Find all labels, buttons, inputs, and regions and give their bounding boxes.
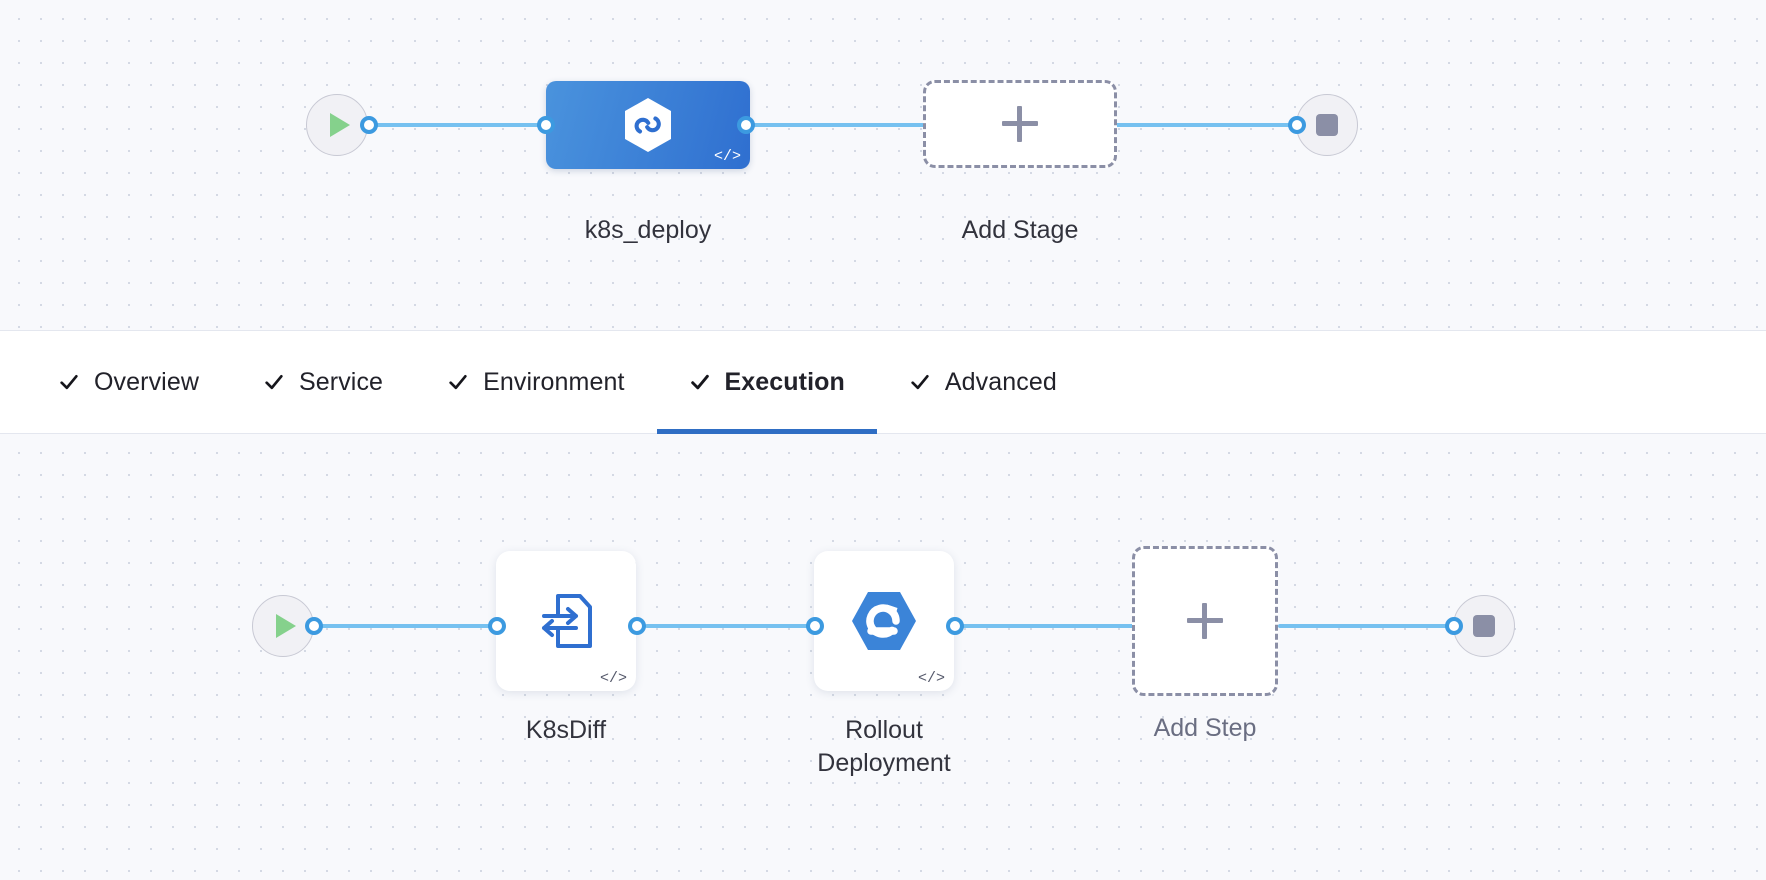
- check-icon: [60, 374, 78, 390]
- kubernetes-hexagon-icon: [546, 81, 750, 169]
- play-icon: [329, 113, 350, 137]
- tab-label: Environment: [483, 367, 625, 396]
- plus-icon: [1187, 603, 1223, 639]
- check-icon: [911, 374, 929, 390]
- tab-environment[interactable]: Environment: [415, 330, 656, 434]
- stage-k8sdeploy-in-port[interactable]: [537, 116, 555, 134]
- stage-end-port[interactable]: [1288, 116, 1306, 134]
- tab-advanced[interactable]: Advanced: [877, 330, 1089, 434]
- edge-addstage-to-end: [1110, 123, 1300, 127]
- end-node-circle: [1296, 94, 1358, 156]
- step-node-rollout-deployment[interactable]: </>: [814, 551, 954, 691]
- step-card[interactable]: </>: [496, 551, 636, 691]
- stop-icon: [1316, 114, 1338, 136]
- step-rollout-in-port[interactable]: [806, 617, 824, 635]
- tab-label: Overview: [94, 367, 199, 396]
- add-step-button[interactable]: [1132, 546, 1278, 696]
- rollout-hexagon-icon: [814, 551, 954, 691]
- code-badge-icon: </>: [599, 670, 627, 687]
- edge-addstep-to-end: [1278, 624, 1458, 628]
- tab-label: Advanced: [944, 367, 1057, 396]
- tab-label: Service: [299, 367, 384, 396]
- code-badge-icon: </>: [917, 670, 945, 687]
- stage-end-node[interactable]: [1296, 94, 1358, 156]
- step-label-k8sdiff: K8sDiff: [525, 716, 607, 744]
- edge-start-to-k8sdeploy: [360, 123, 560, 127]
- file-diff-icon: [496, 551, 636, 691]
- add-step-node[interactable]: [1132, 546, 1278, 696]
- step-end-node[interactable]: [1453, 595, 1515, 657]
- check-icon: [265, 374, 283, 390]
- edge-k8sdiff-to-rollout: [645, 624, 825, 628]
- check-icon: [690, 374, 709, 390]
- stop-icon: [1473, 615, 1495, 637]
- add-stage-node[interactable]: [923, 80, 1117, 168]
- plus-icon: [1002, 106, 1038, 142]
- stage-config-tabs[interactable]: Overview Service Environment Execution: [0, 330, 1766, 434]
- step-k8sdiff-out-port[interactable]: [628, 617, 646, 635]
- stage-k8sdeploy-out-port[interactable]: [737, 116, 755, 134]
- add-stage-button[interactable]: [923, 80, 1117, 168]
- tab-label: Execution: [724, 367, 845, 396]
- start-node-circle: [306, 94, 368, 156]
- step-k8sdiff-in-port[interactable]: [488, 617, 506, 635]
- tab-active-underline: [656, 429, 877, 434]
- edge-k8sdeploy-to-addstage: [740, 123, 925, 127]
- tab-execution[interactable]: Execution: [656, 330, 877, 434]
- step-node-k8sdiff[interactable]: </>: [496, 551, 636, 691]
- step-label-rollout-deployment: Rollout Deployment: [817, 716, 951, 778]
- add-stage-label: Add Stage: [961, 216, 1079, 244]
- step-rollout-out-port[interactable]: [946, 617, 964, 635]
- stage-card[interactable]: </>: [546, 81, 750, 169]
- play-icon: [275, 614, 296, 638]
- check-icon: [449, 374, 467, 390]
- stage-canvas[interactable]: </> k8s_deploy Add Stage: [0, 0, 1766, 330]
- step-card[interactable]: </>: [814, 551, 954, 691]
- execution-steps-canvas[interactable]: </> K8sDiff </> Rollout Deploy: [0, 434, 1766, 880]
- code-badge-icon: </>: [713, 148, 741, 165]
- end-node-circle: [1453, 595, 1515, 657]
- stage-node-k8s-deploy[interactable]: </>: [546, 81, 750, 169]
- step-start-port[interactable]: [305, 617, 323, 635]
- tab-overview[interactable]: Overview: [26, 330, 231, 434]
- tab-service[interactable]: Service: [231, 330, 415, 434]
- step-end-port[interactable]: [1445, 617, 1463, 635]
- stage-start-node[interactable]: [306, 94, 368, 156]
- stage-label-k8s-deploy: k8s_deploy: [584, 216, 712, 244]
- add-step-label: Add Step: [1153, 714, 1257, 742]
- stage-start-port[interactable]: [360, 116, 378, 134]
- edge-rollout-to-addstep: [960, 624, 1135, 628]
- edge-start-to-k8sdiff: [300, 624, 505, 628]
